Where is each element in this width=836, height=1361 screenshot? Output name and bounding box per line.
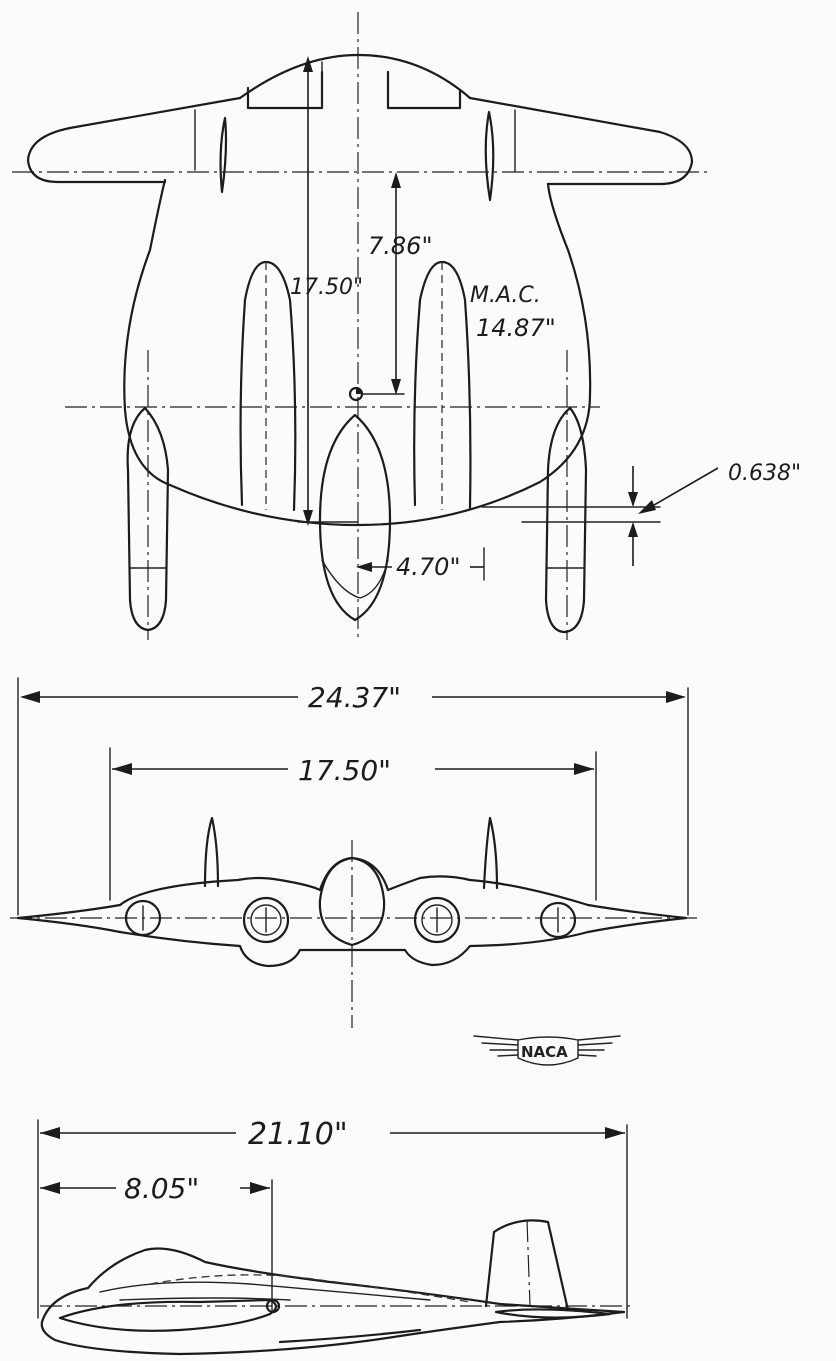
front-fuselage — [318, 856, 386, 947]
right-tail-boom — [544, 406, 588, 634]
left-fin — [203, 816, 220, 888]
side-vertical-fin — [484, 1219, 570, 1312]
side-cg-marker — [265, 1298, 281, 1314]
left-inner-engine — [242, 896, 290, 944]
fin-hinge-line — [526, 1219, 531, 1307]
right-outer-engine — [539, 901, 577, 939]
naca-right-wing — [577, 1035, 621, 1057]
side-view: 21.10" 8.05" — [37, 1117, 630, 1356]
length-arrow-left — [40, 1127, 60, 1139]
side-tail-boom-end — [494, 1308, 612, 1319]
top-view: 17.50" 7.86" M.A.C. 14.87" 0.638" 4.70" — [12, 12, 801, 640]
front-view: 24.37" 17.50" — [10, 677, 700, 1028]
right-fin — [482, 816, 499, 890]
length-label: 21.10" — [248, 1117, 348, 1152]
naca-shield — [517, 1036, 579, 1066]
center-span-label: 17.50" — [298, 754, 391, 787]
center-body-dome — [238, 53, 472, 100]
left-elevon-panel — [246, 70, 324, 110]
nose-cg-arrow-right — [250, 1182, 270, 1194]
naca-text: NACA — [521, 1043, 568, 1061]
nose-cg-arrow-left — [40, 1182, 60, 1194]
fuselage-dim-arrow-bottom — [303, 510, 313, 526]
side-lower-fairing — [278, 1328, 422, 1344]
length-arrow-right — [605, 1127, 625, 1139]
naca-left-wing — [473, 1035, 519, 1057]
offset-arrow-lower — [628, 522, 638, 537]
offset-callout-arrow — [638, 500, 656, 514]
right-wing-outline — [468, 96, 694, 186]
left-wingtip — [16, 903, 122, 934]
nacelle-width-label: 4.70" — [396, 553, 460, 581]
right-inner-engine-hub — [421, 904, 453, 936]
cg-dim-arrow-bottom — [391, 379, 401, 395]
center-span-arrow-right — [574, 763, 594, 775]
left-wing-outline — [26, 96, 242, 184]
mac-value: 14.87" — [476, 314, 556, 342]
nacelle-dim-arrow — [356, 562, 372, 572]
right-elevon-panel — [386, 70, 462, 110]
side-canopy-stripe — [99, 1281, 431, 1301]
side-inner-hidden-line — [149, 1274, 471, 1303]
left-wing-pod — [219, 116, 228, 194]
left-inner-nacelle — [239, 260, 297, 512]
fuselage-dim-arrow-top — [303, 56, 313, 72]
cg-marker-fill — [356, 388, 362, 394]
mac-label: M.A.C. — [470, 283, 541, 308]
right-inner-engine — [413, 896, 461, 944]
circular-wing-body — [123, 178, 592, 527]
span-arrow-left — [20, 691, 40, 703]
central-nacelle — [318, 413, 392, 622]
offset-arrow-upper — [628, 492, 638, 507]
central-nacelle-canopy — [321, 559, 389, 599]
naca-logo: NACA — [473, 1035, 621, 1066]
right-wingtip — [586, 903, 688, 934]
nose-cg-label: 8.05" — [124, 1172, 199, 1205]
side-nacelle — [58, 1298, 278, 1332]
center-span-arrow-left — [112, 763, 132, 775]
left-outer-engine — [124, 899, 162, 937]
fuselage-length-label: 17.50" — [290, 275, 363, 300]
front-wing-body — [118, 856, 590, 968]
span-arrow-right — [666, 691, 686, 703]
left-tail-boom — [126, 406, 170, 632]
offset-label: 0.638" — [728, 461, 801, 486]
cg-distance-label: 7.86" — [368, 232, 432, 260]
cg-dim-arrow-top — [391, 172, 401, 188]
span-label: 24.37" — [308, 681, 401, 714]
right-wing-pod — [484, 110, 495, 202]
left-inner-engine-hub — [250, 904, 282, 936]
offset-callout-leader — [641, 467, 719, 513]
